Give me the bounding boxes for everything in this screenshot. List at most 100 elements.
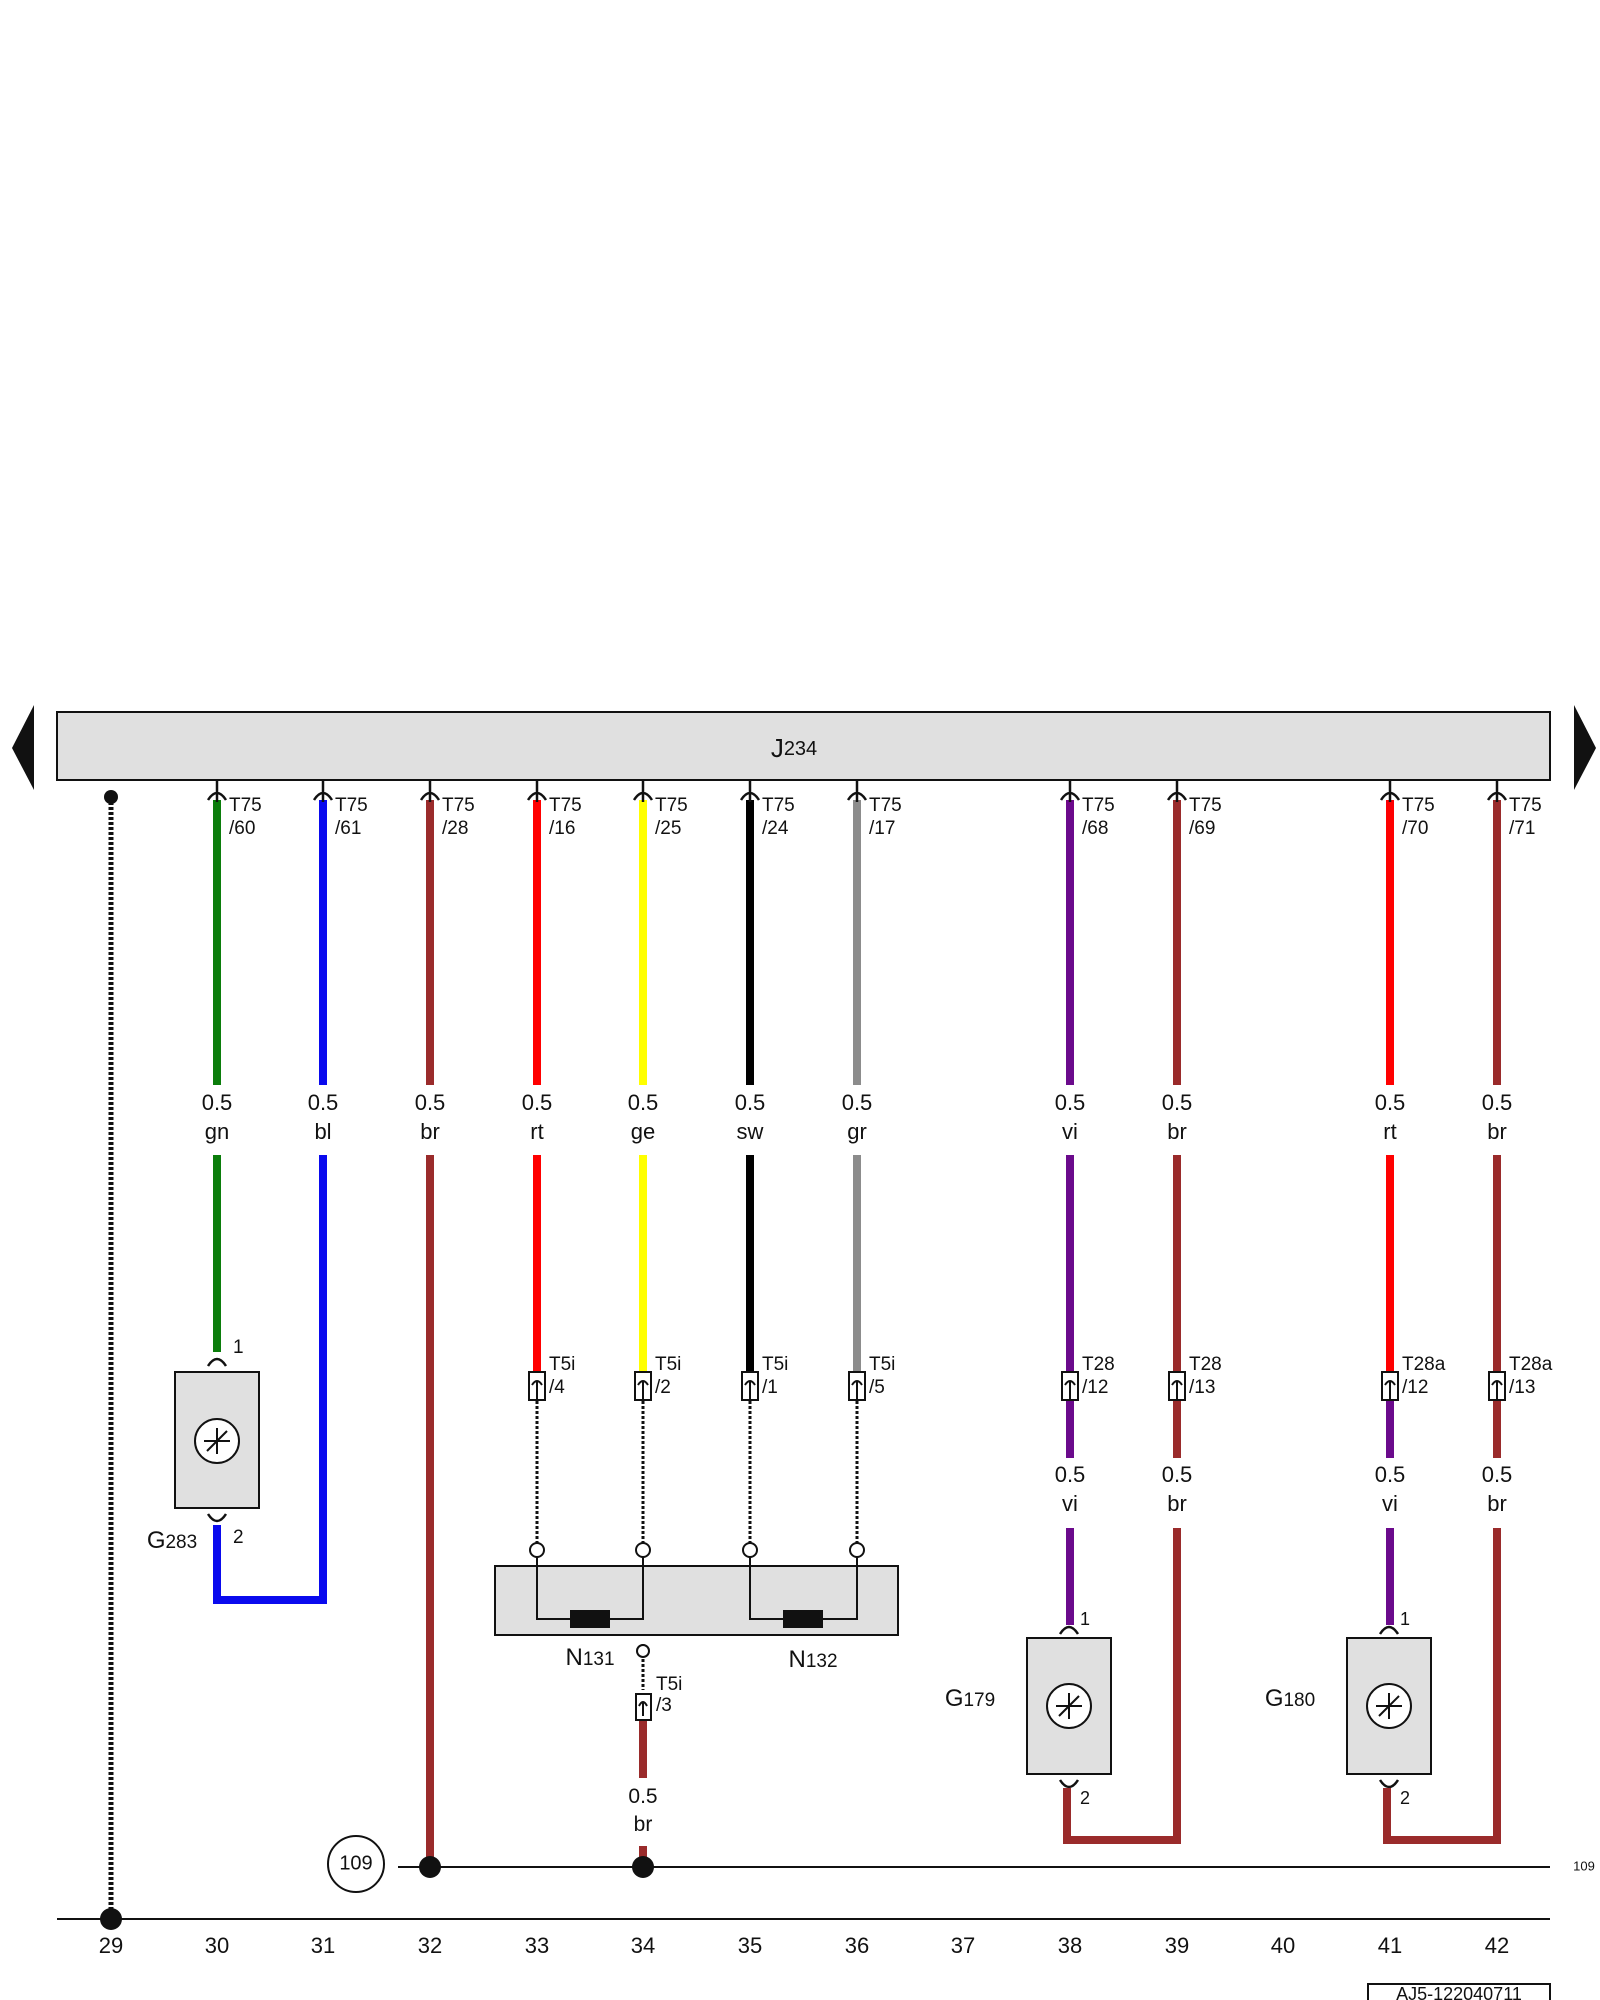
t5i3-color: br [634,1813,653,1836]
svg-text:N132: N132 [788,1646,837,1673]
wire-connector: T75 [229,795,262,816]
wire-lower-size: 0.5 [1375,1462,1406,1487]
lower-connector: T5i [655,1354,681,1375]
wire-pin: /28 [442,818,468,839]
lower-connector: T5i [762,1354,788,1375]
lower-pin: /5 [869,1377,885,1398]
n131-label: N [565,1644,582,1671]
wire-lower-size: 0.5 [1055,1462,1086,1487]
wire-connector: T75 [442,795,475,816]
g179-label-sub: 179 [963,1690,995,1711]
ground-splice-32 [419,1856,441,1878]
wire-color-code: br [1487,1119,1507,1144]
lower-pin: /13 [1189,1377,1215,1398]
n132-label: N [788,1646,805,1673]
valve-block-n131-n132: N131 N132 [494,1542,899,1673]
wire-color-code: rt [530,1119,543,1144]
lower-connector: T28 [1082,1354,1115,1375]
wire-lower-color: br [1487,1491,1507,1516]
wire-size: 0.5 [628,1090,659,1115]
lower-connector: T5i [869,1354,895,1375]
wire-size: 0.5 [1482,1090,1513,1115]
lower-pin: /12 [1082,1377,1108,1398]
wire-color-code: gr [847,1119,867,1144]
wire-connector: T75 [655,795,688,816]
module-label-sub: 234 [784,738,817,760]
sensor-g180: G180 1 2 [1265,1530,1501,1844]
n132-label-sub: 132 [806,1651,838,1672]
wire-color-code: rt [1383,1119,1396,1144]
lower-pin: /4 [549,1377,565,1398]
n131-label-sub: 131 [583,1649,615,1670]
wire-color-code: sw [737,1119,764,1144]
g283-pin-bottom: 2 [233,1527,244,1548]
category-number: 42 [1485,1933,1509,1958]
wire-connector: T75 [1509,795,1542,816]
g180-label: G [1265,1685,1284,1712]
category-number: 32 [418,1933,442,1958]
wire-lower-size: 0.5 [1482,1462,1513,1487]
wire-pin: /25 [655,818,681,839]
wire-color-code: br [420,1119,440,1144]
lower-pin: /12 [1402,1377,1428,1398]
n131-coil [570,1610,610,1628]
wire-size: 0.5 [308,1090,339,1115]
wire-color-code: bl [314,1119,331,1144]
wire-color-code: br [1167,1119,1187,1144]
wire-pin: /24 [762,818,789,839]
wire-32: 0.5 br T75/28 [415,780,475,1867]
category-number: 31 [311,1933,335,1958]
wire-segment-lower [213,1155,327,1604]
wire-connector: T75 [549,795,582,816]
ground-ref-109: 109 [327,1835,385,1893]
g283-label: G [147,1527,166,1554]
g180-pin-bottom: 2 [1400,1788,1410,1808]
n132-coil [783,1610,823,1628]
wire-pin: /70 [1402,818,1428,839]
category-number: 39 [1165,1933,1189,1958]
category-number: 30 [205,1933,229,1958]
ground-ref-label: 109 [339,1852,372,1874]
category-number: 37 [951,1933,975,1958]
svg-text:G179: G179 [945,1685,995,1712]
wire-pin: /68 [1082,818,1108,839]
category-number: 36 [845,1933,869,1958]
ground-wire-29 [100,790,122,1930]
wire-size: 0.5 [202,1090,233,1115]
wire-pin: /17 [869,818,895,839]
wire-color-code: vi [1062,1119,1078,1144]
t5i-pin3-wire: T5i /3 0.5 br [628,1644,682,1878]
lower-connector: T5i [549,1354,575,1375]
lower-pin: /2 [655,1377,671,1398]
next-page-arrow[interactable] [1574,705,1596,790]
lower-connector: T28a [1509,1354,1553,1375]
wire-size: 0.5 [1055,1090,1086,1115]
wire-connector: T75 [869,795,902,816]
g180-pin-top: 1 [1400,1609,1410,1629]
wires-layer: 0.5gnT75/600.5blT75/610.5brT75/280.5rtT7… [202,780,1553,1867]
g179-pin-top: 1 [1080,1609,1090,1629]
wire-size: 0.5 [415,1090,446,1115]
svg-text:G180: G180 [1265,1685,1315,1712]
sensor-g283: G283 1 2 [147,1337,260,1554]
category-number: 40 [1271,1933,1295,1958]
svg-text:J234: J234 [771,733,817,763]
wire-color-code: ge [631,1119,655,1144]
wire-lower-size: 0.5 [1162,1462,1193,1487]
wire-lower-color: vi [1382,1491,1398,1516]
t5i3-connector: T5i [656,1674,682,1695]
category-number: 35 [738,1933,762,1958]
category-number: 33 [525,1933,549,1958]
wire-size: 0.5 [1162,1090,1193,1115]
category-number: 41 [1378,1933,1402,1958]
prev-page-arrow[interactable] [12,705,34,790]
wire-color-code: gn [205,1119,229,1144]
wire-size: 0.5 [842,1090,873,1115]
lower-connector: T28a [1402,1354,1446,1375]
